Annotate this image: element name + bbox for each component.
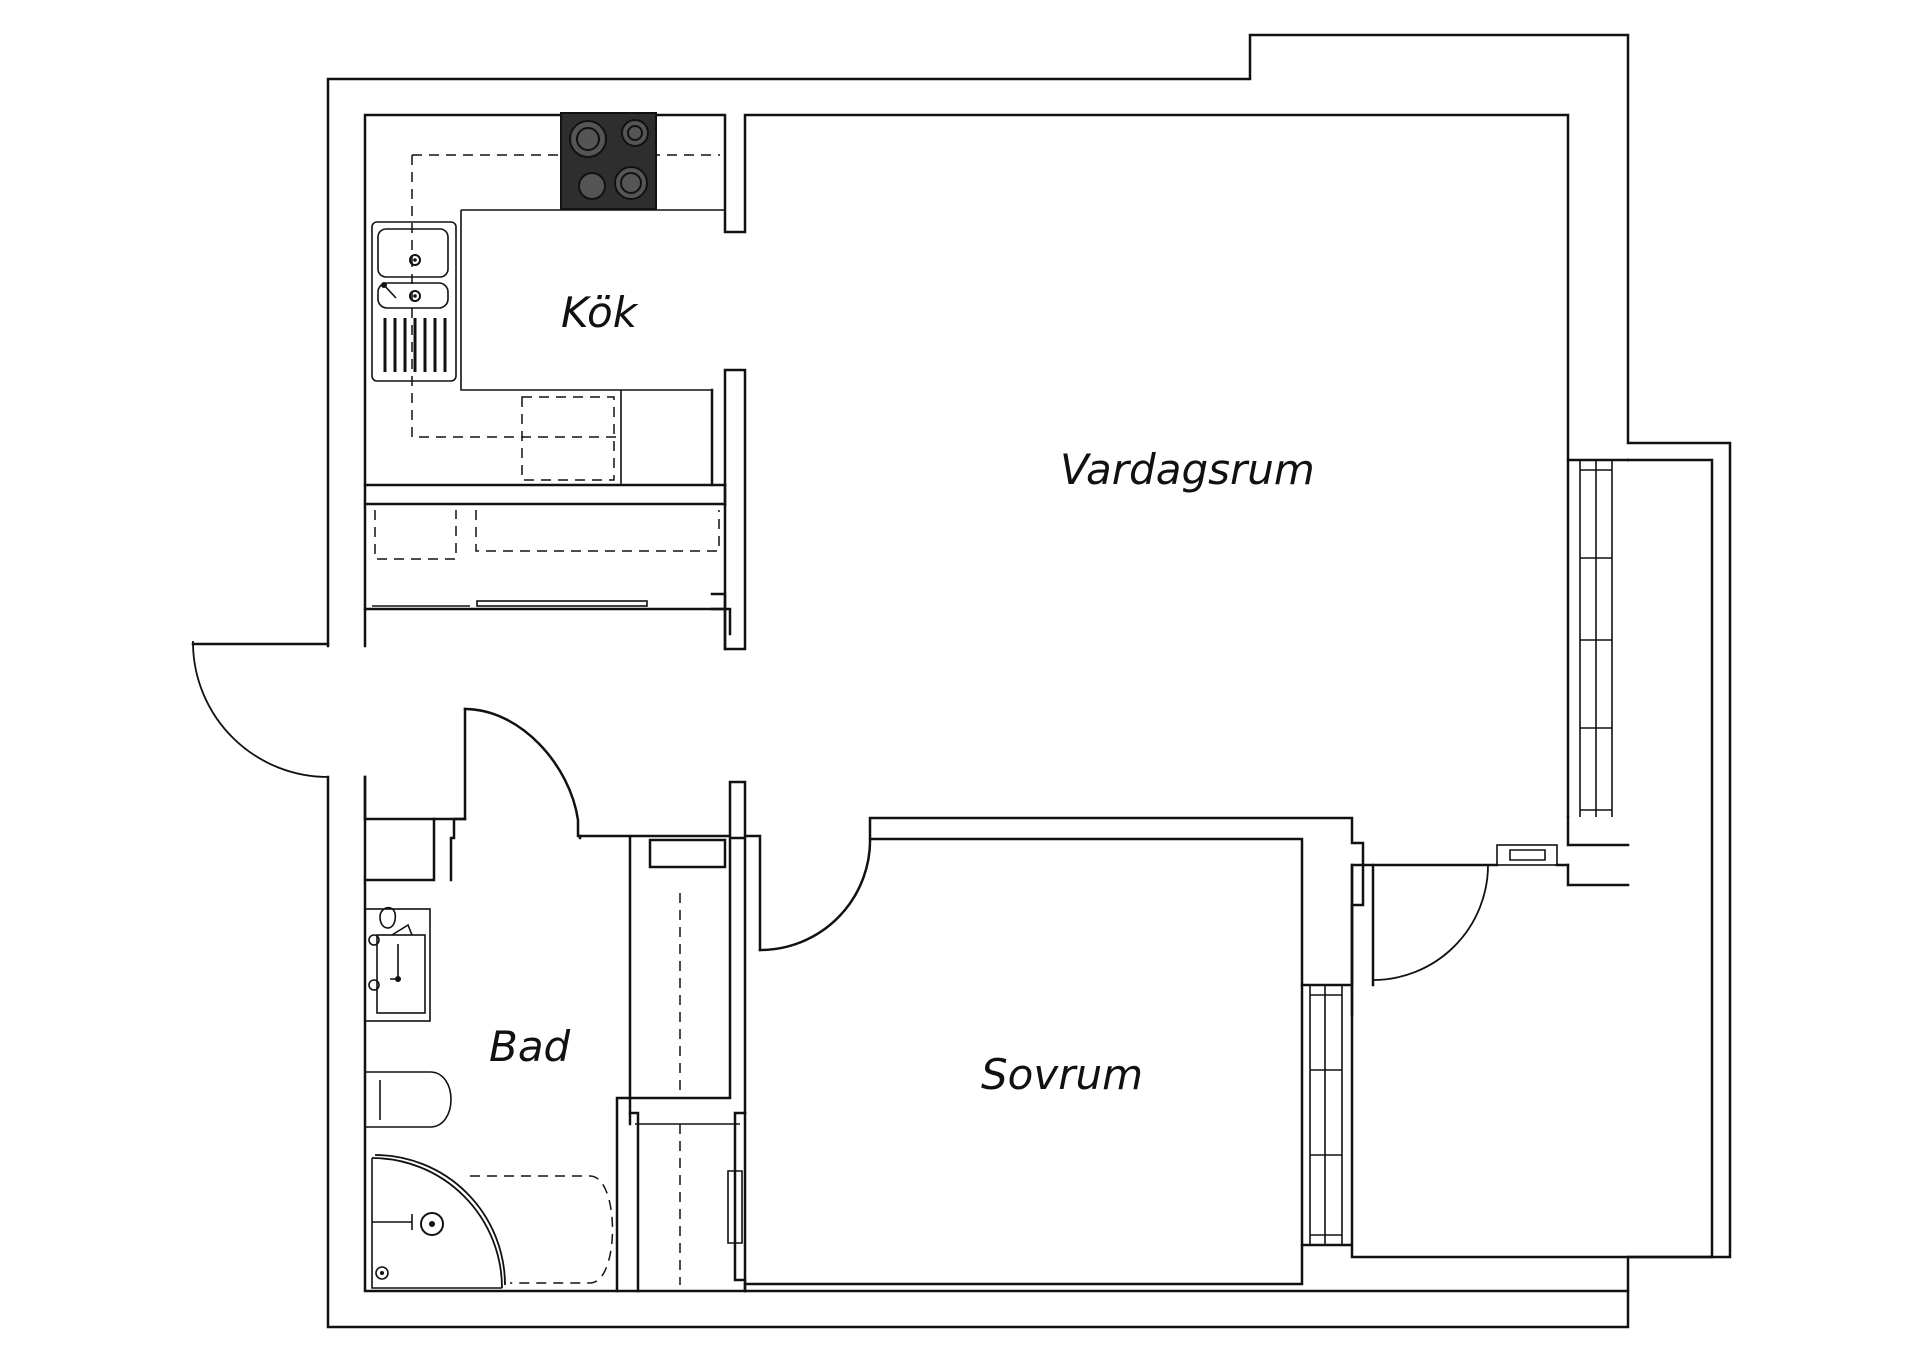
entrance-door [191, 641, 330, 778]
bedroom-window [1309, 985, 1343, 1245]
room-label-vardagsrum: Vardagsrum [1060, 445, 1315, 494]
living-window [1566, 458, 1630, 817]
bathroom-fixtures [364, 906, 632, 1293]
balcony [1350, 458, 1714, 1259]
interior-walls [363, 707, 1365, 1293]
room-label-bad: Bad [489, 1022, 571, 1071]
stove-icon [560, 112, 657, 210]
exterior-walls [326, 33, 1732, 1329]
room-label-sovrum: Sovrum [981, 1050, 1143, 1099]
hall-wardrobe [372, 510, 720, 607]
room-label-kok: Kök [561, 288, 639, 337]
kitchen-sink-icon [371, 221, 457, 382]
kitchen-walls [363, 113, 1570, 819]
